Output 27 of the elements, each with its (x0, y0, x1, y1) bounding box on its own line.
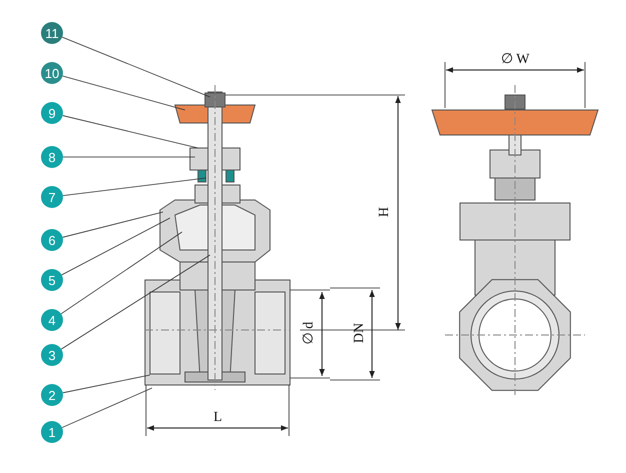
callout-number: 8 (41, 146, 63, 168)
leader-line (60, 254, 210, 350)
callout-number: 10 (41, 62, 63, 84)
leader-line (62, 212, 164, 238)
dimension-label: H (377, 206, 394, 218)
leader-line (62, 178, 206, 196)
callout-number: 7 (41, 186, 63, 208)
callout-number: 6 (41, 229, 63, 251)
dimension-label: ∅ W (501, 52, 530, 68)
leader-line (62, 76, 186, 110)
leader-line (62, 374, 150, 394)
dimension-label: L (214, 410, 222, 426)
callout-number: 1 (41, 421, 63, 443)
callout-number: 3 (41, 344, 63, 366)
leader-line (60, 232, 182, 314)
leader-line (62, 388, 152, 428)
callout-number: 4 (41, 309, 63, 331)
dimension-label: ∅ d (300, 322, 317, 344)
leader-line (61, 218, 170, 276)
callout-number: 5 (41, 269, 63, 291)
dimension-label: DN (352, 322, 368, 344)
callout-number: 9 (41, 102, 63, 124)
leader-line (62, 36, 210, 98)
callout-number: 2 (41, 384, 63, 406)
leader-line (62, 156, 196, 158)
leader-line (62, 115, 198, 148)
callout-number: 11 (41, 22, 63, 44)
